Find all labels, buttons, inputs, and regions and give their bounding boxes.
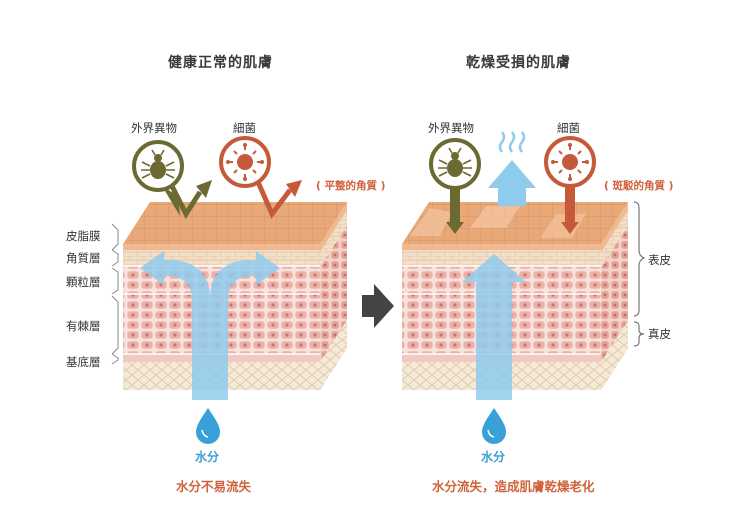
bacteria-icon (226, 143, 264, 181)
damaged-caption: 水分流失，造成肌膚乾燥老化 (432, 479, 595, 494)
bacteria-icon (551, 143, 589, 181)
layer-label-corneum: 角質層 (66, 251, 101, 265)
water-drop-icon (482, 408, 506, 444)
left-bacteria-label: 細菌 (233, 121, 256, 135)
layer-label-granular: 顆粒層 (66, 275, 101, 289)
mite-icon (141, 149, 175, 179)
left-bacteria-bubble (219, 136, 302, 219)
water-retained-arrow (140, 251, 280, 400)
smooth-corneum-top (123, 202, 347, 244)
healthy-skin-cube (123, 202, 347, 444)
water-drop-icon (196, 408, 220, 444)
right-foreign-bubble (429, 138, 481, 234)
evaporation-arrow (488, 160, 536, 206)
healthy-caption: 水分不易流失 (176, 479, 252, 494)
stratum-corneum-layer (402, 250, 601, 266)
deflect-arrowhead (196, 180, 212, 198)
epidermis-label: 表皮 (648, 253, 671, 267)
next-arrow-icon (362, 284, 394, 328)
right-water-label: 水分 (481, 450, 506, 464)
healthy-title: 健康正常的肌膚 (168, 55, 273, 71)
dermis-label: 真皮 (648, 327, 671, 341)
layer-label-spinous: 有棘層 (66, 319, 101, 333)
right-foreign-label: 外界異物 (428, 121, 474, 135)
left-foreign-label: 外界異物 (131, 121, 177, 135)
sebum-film-layer (402, 244, 601, 250)
mite-icon (438, 147, 472, 177)
steam-icon (498, 131, 526, 153)
smooth-corneum-label: ( 平整的角質 ) (316, 180, 386, 192)
damaged-skin-cube (402, 131, 628, 444)
left-water-label: 水分 (195, 450, 220, 464)
layer-label-sebum: 皮脂膜 (66, 229, 101, 243)
right-bacteria-bubble (544, 136, 596, 234)
sebum-film-layer (123, 244, 320, 250)
damaged-title: 乾燥受損的肌膚 (466, 55, 571, 71)
skin-region-brackets (633, 201, 646, 347)
right-bacteria-label: 細菌 (557, 121, 580, 135)
left-foreign-bubble (132, 140, 212, 220)
layer-label-brackets (111, 223, 119, 365)
water-loss-arrow (462, 254, 526, 400)
deflect-arrowhead (286, 180, 302, 197)
rough-corneum-label: ( 斑駁的角質 ) (604, 180, 674, 192)
layer-label-basal: 基底層 (66, 355, 101, 369)
